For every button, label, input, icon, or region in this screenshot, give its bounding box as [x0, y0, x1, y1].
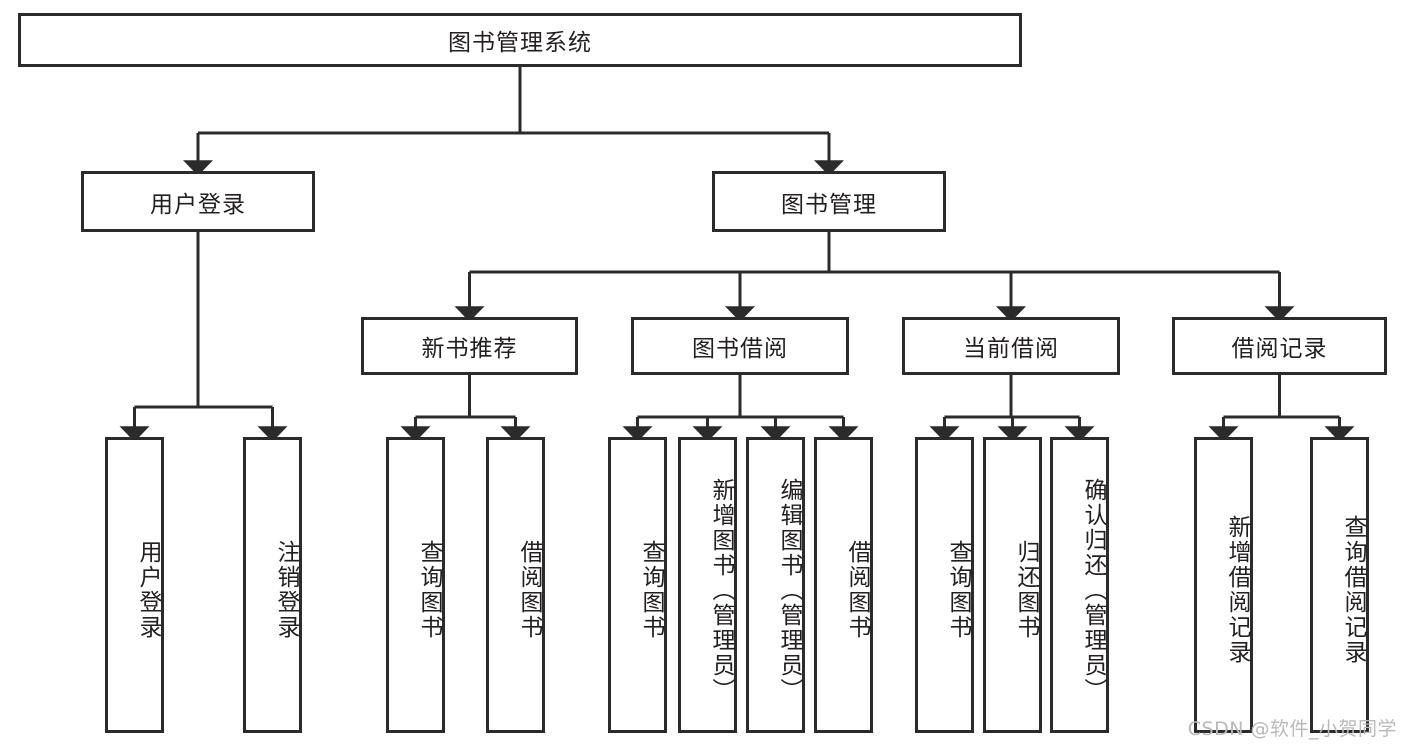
- node-leaf-logout-login: 注销登录: [243, 437, 302, 733]
- node-label: 查询图书: [945, 540, 971, 640]
- node-leaf-add-book-admin: 新增图书（管理员）: [678, 437, 737, 733]
- node-label: 借阅图书: [516, 540, 542, 640]
- node-leaf-query-book-rec: 查询图书: [386, 437, 445, 733]
- node-label: 查询图书: [416, 540, 442, 640]
- node-borrow-record: 借阅记录: [1172, 317, 1387, 375]
- csdn-watermark: CSDN @软件_小贺同学: [1187, 718, 1397, 740]
- node-leaf-borrow-book: 借阅图书: [814, 437, 873, 733]
- node-label: 编辑图书（管理员）: [776, 477, 802, 703]
- node-label: 用户登录: [150, 191, 246, 218]
- node-label: 查询图书: [638, 540, 664, 640]
- node-label: 确认归还（管理员）: [1080, 477, 1106, 703]
- node-leaf-query-book-current: 查询图书: [915, 437, 974, 733]
- node-label: 当前借阅: [963, 336, 1059, 362]
- node-leaf-borrow-book-rec: 借阅图书: [486, 437, 545, 733]
- node-book-borrow: 图书借阅: [631, 317, 849, 375]
- node-new-book-recommend: 新书推荐: [361, 317, 578, 375]
- node-leaf-return-book: 归还图书: [983, 437, 1042, 733]
- node-leaf-add-borrow-record: 新增借阅记录: [1194, 437, 1253, 733]
- node-leaf-user-login: 用户登录: [105, 437, 164, 733]
- node-leaf-query-borrow-record: 查询借阅记录: [1310, 437, 1369, 733]
- node-leaf-edit-book-admin: 编辑图书（管理员）: [746, 437, 805, 733]
- node-label: 新增借阅记录: [1224, 515, 1250, 665]
- node-label: 图书借阅: [692, 336, 788, 362]
- node-leaf-confirm-return-admin: 确认归还（管理员）: [1050, 437, 1109, 733]
- node-user-login: 用户登录: [81, 171, 315, 232]
- node-leaf-query-book-borrow: 查询图书: [608, 437, 667, 733]
- node-book-management: 图书管理: [712, 171, 946, 232]
- node-label: 查询借阅记录: [1340, 515, 1366, 665]
- node-label: 图书管理: [781, 191, 877, 218]
- node-current-borrow: 当前借阅: [902, 317, 1120, 375]
- node-label: 用户登录: [135, 540, 161, 640]
- node-label: 图书管理系统: [448, 30, 592, 56]
- node-title-system: 图书管理系统: [18, 13, 1022, 67]
- node-label: 新增图书（管理员）: [708, 477, 734, 703]
- node-label: 借阅图书: [844, 540, 870, 640]
- node-label: 归还图书: [1013, 540, 1039, 640]
- node-label: 注销登录: [273, 540, 299, 640]
- node-label: 借阅记录: [1231, 336, 1328, 362]
- node-label: 新书推荐: [421, 336, 518, 362]
